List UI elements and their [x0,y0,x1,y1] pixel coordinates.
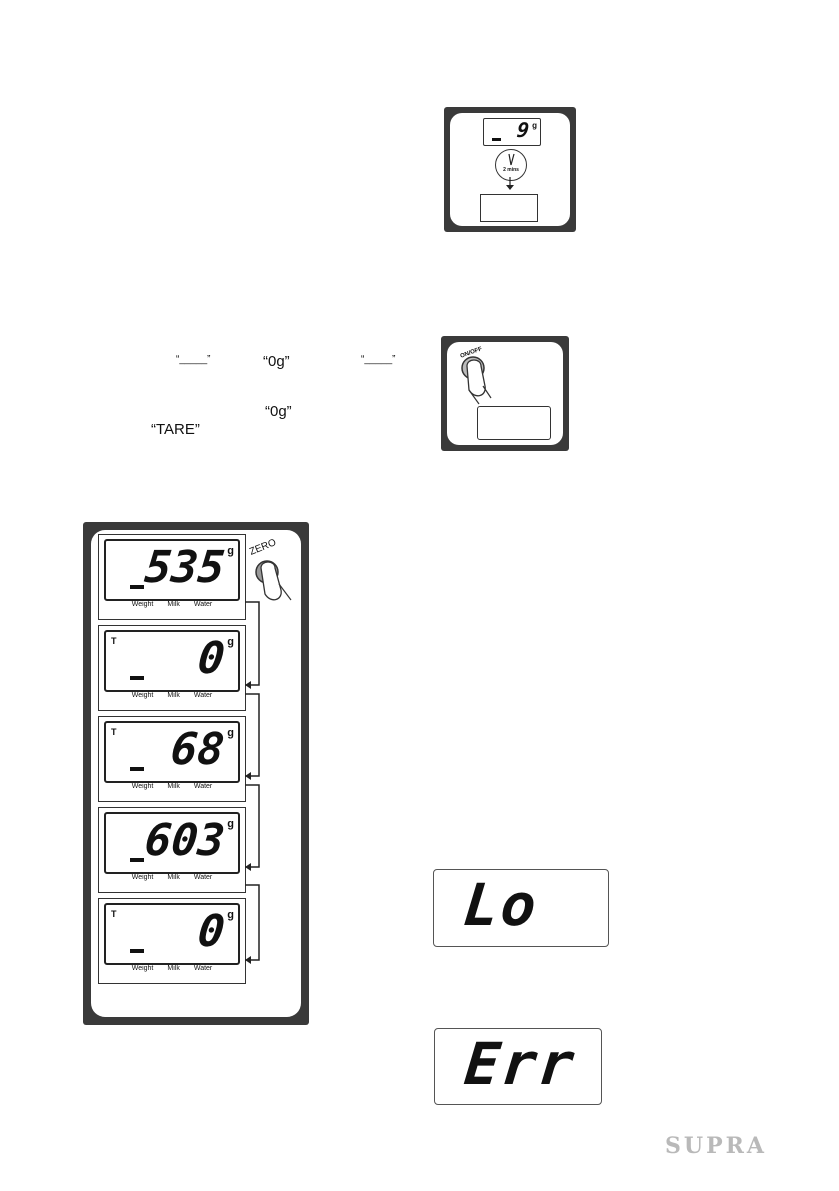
mode-labels: Weight Milk Water [99,783,245,790]
mode-label-weight: Weight [131,692,154,699]
mode-label-water: Water [193,874,213,881]
figure-frame: ON/OFF [447,342,563,445]
quote-dashes-2: “_____” [361,354,396,365]
mode-label-weight: Weight [131,783,154,790]
zero-button-press [255,560,292,601]
err-display: Err [434,1028,602,1105]
lcd-dash [130,676,144,680]
sequence-arrows [245,560,292,964]
clock-icon: 2 mins [495,149,527,181]
lcd-unit: g [532,121,537,130]
lcd-unit: g [227,909,234,921]
mode-label-weight: Weight [131,601,154,608]
quote-dashes-1: “_____” [176,354,211,365]
mode-label-water: Water [193,783,213,790]
mode-label-milk: Milk [167,783,180,790]
quote-tare: “TARE” [151,421,200,438]
mode-label-milk: Milk [167,874,180,881]
lcd-unit: g [227,545,234,557]
mode-label-water: Water [193,965,213,972]
lcd-dash [492,138,501,141]
figure-frame: 9 g 2 mins [450,113,570,226]
lcd-value: 9 [515,118,531,142]
mode-label-milk: Milk [167,692,180,699]
mode-labels: Weight Milk Water [99,874,245,881]
err-text: Err [461,1030,580,1098]
finger-press-icon [461,356,492,405]
lcd-dash [130,949,144,953]
mode-label-milk: Milk [167,965,180,972]
lcd-unit: g [227,727,234,739]
lcd-dash [130,767,144,771]
blank-lcd-display [480,194,538,222]
tare-flag: T [111,636,117,646]
quote-0g-2: “0g” [265,403,292,420]
lo-text: Lo [460,871,542,939]
mode-label-water: Water [193,601,213,608]
auto-off-figure: 9 g 2 mins [444,107,576,232]
lcd-unit: g [227,818,234,830]
mode-label-weight: Weight [131,874,154,881]
lcd-dash [130,585,144,589]
brand-logo: SUPRA [665,1133,767,1159]
lcd-dash [130,858,144,862]
mode-label-water: Water [193,692,213,699]
lcd-display: 9 g [483,118,541,146]
quote-0g-1: “0g” [263,353,290,370]
mode-labels: Weight Milk Water [99,601,245,608]
mode-labels: Weight Milk Water [99,965,245,972]
timer-label: 2 mins [503,167,519,173]
tare-flag: T [111,727,117,737]
arrow-down-icon [505,177,515,193]
mode-labels: Weight Milk Water [99,692,245,699]
mode-label-weight: Weight [131,965,154,972]
lcd-unit: g [227,636,234,648]
onoff-figure: ON/OFF [441,336,569,451]
tare-flag: T [111,909,117,919]
lo-display: Lo [433,869,609,947]
blank-lcd-display [477,406,551,440]
mode-label-milk: Milk [167,601,180,608]
